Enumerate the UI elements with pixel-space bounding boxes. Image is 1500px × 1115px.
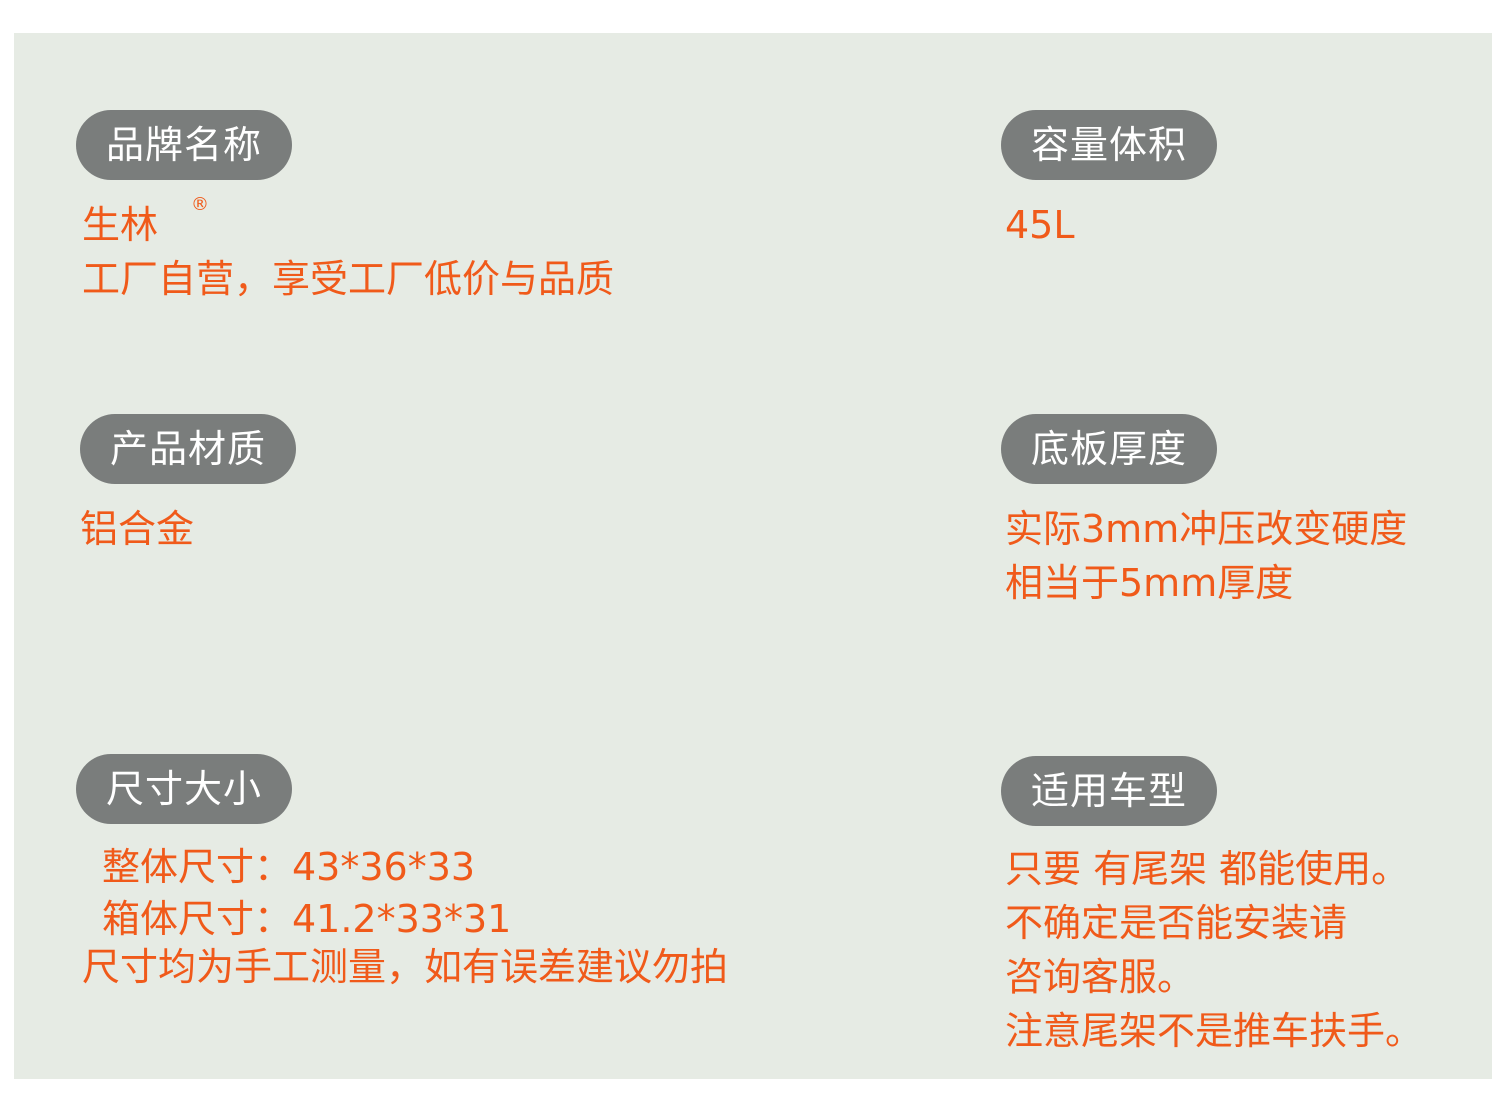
thickness-line-1: 实际3mm冲压改变硬度 [1005,507,1408,551]
vehicle-line-1: 只要 有尾架 都能使用。 [1005,847,1410,891]
vehicle-line-4: 注意尾架不是推车扶手。 [1005,1009,1424,1053]
thickness-label-pill: 底板厚度 [1001,414,1217,484]
brand-note: 工厂自营，享受工厂低价与品质 [82,257,615,301]
size-box: 箱体尺寸：41.2*33*31 [102,897,512,941]
thickness-line-2: 相当于5mm厚度 [1005,561,1294,605]
vehicle-line-3: 咨询客服。 [1005,955,1196,999]
brand-name: 生林 [82,203,159,247]
size-note: 尺寸均为手工测量，如有误差建议勿拍 [82,945,729,989]
size-label-pill: 尺寸大小 [76,754,292,824]
brand-label-pill: 品牌名称 [76,110,292,180]
capacity-value: 45L [1005,203,1075,247]
spec-panel [14,33,1492,1079]
material-label-pill: 产品材质 [80,414,296,484]
vehicle-line-2: 不确定是否能安装请 [1005,901,1348,945]
registered-mark: ® [191,194,209,215]
size-overall: 整体尺寸：43*36*33 [102,845,476,889]
capacity-label-pill: 容量体积 [1001,110,1217,180]
material-value: 铝合金 [80,507,195,551]
vehicle-label-pill: 适用车型 [1001,756,1217,826]
